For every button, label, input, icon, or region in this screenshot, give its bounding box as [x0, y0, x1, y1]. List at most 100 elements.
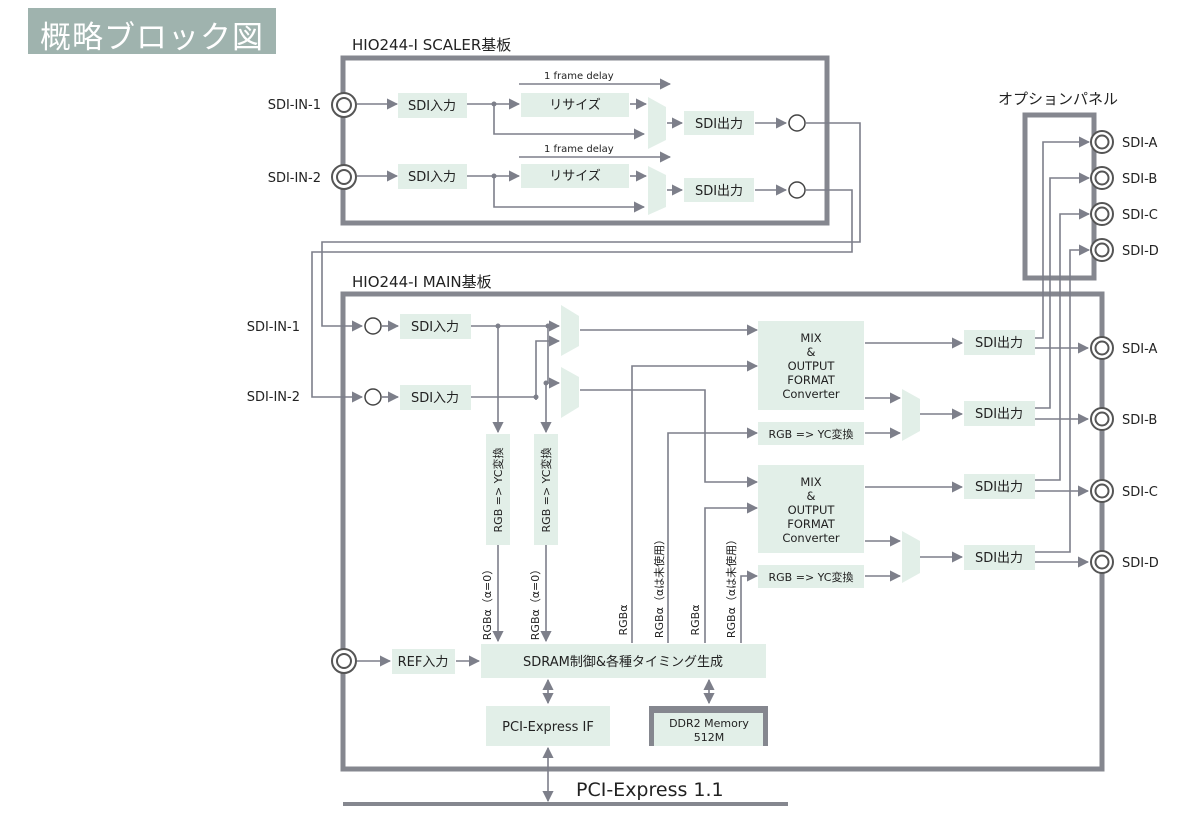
scaler-mux-1 — [648, 97, 666, 149]
ref-in-text: REF入力 — [398, 655, 449, 670]
main-rgb-yc-horizontal-block-2: RGB => YC変換 — [758, 565, 864, 588]
scaler-board-label: HIO244-I SCALER基板 — [352, 36, 511, 54]
main-out-port-a-icon — [1090, 336, 1114, 360]
scaler-sdi-out-block-1: SDI出力 — [684, 111, 754, 135]
main-out-port-a-label: SDI-A — [1122, 342, 1158, 357]
mix2-line-5: Converter — [782, 531, 840, 545]
option-port-c-label: SDI-C — [1122, 208, 1158, 223]
main-rgb-yc-horizontal-block-1: RGB => YC変換 — [758, 422, 864, 445]
main-sdi-out-block-4: SDI出力 — [964, 545, 1035, 570]
scaler-in2-label: SDI-IN-2 — [268, 171, 321, 186]
main-sdi-out-text-1: SDI出力 — [975, 336, 1023, 351]
option-port-a-icon — [1090, 130, 1114, 154]
scaler-sdi-in-text-2: SDI入力 — [408, 170, 456, 185]
main-sdi-out-text-3: SDI出力 — [975, 480, 1023, 495]
main-rgb-yc-horizontal-text-1: RGB => YC変換 — [769, 427, 854, 441]
mix1-line-4: FORMAT — [787, 373, 836, 387]
rgba-unused-label-2: RGBα（αは未使用） — [725, 534, 738, 638]
main-mux-4 — [902, 531, 920, 583]
pcie-bus-label: PCI-Express 1.1 — [576, 779, 724, 801]
ref-connector-icon — [331, 648, 357, 674]
option-port-b-label: SDI-B — [1122, 172, 1157, 187]
option-panel-label: オプションパネル — [998, 90, 1118, 108]
ref-in-block: REF入力 — [392, 649, 455, 674]
rgba-label-2: RGBα — [689, 605, 702, 636]
ddr2-line-2: 512M — [694, 731, 725, 744]
scaler-delay-label-1: 1 frame delay — [544, 71, 614, 82]
scaler-sdi-out-text-2: SDI出力 — [695, 184, 743, 199]
mix-converter-block-1: MIX & OUTPUT FORMAT Converter — [758, 321, 864, 410]
option-port-d-label: SDI-D — [1122, 244, 1159, 259]
scaler-delay-label-2: 1 frame delay — [544, 144, 614, 155]
scaler-in1-label: SDI-IN-1 — [268, 98, 321, 113]
mix1-line-5: Converter — [782, 387, 840, 401]
main-out-port-c-label: SDI-C — [1122, 485, 1158, 500]
main-sdi-in-text-1: SDI入力 — [411, 320, 459, 335]
main-out-port-b-icon — [1090, 407, 1114, 431]
main-rgb-yc-vertical-block-1: RGB => YC変換 — [486, 434, 510, 545]
ddr2-line-1: DDR2 Memory — [669, 717, 749, 730]
main-sdi-out-text-4: SDI出力 — [975, 551, 1023, 566]
rgba-unused-label-1: RGBα（αは未使用） — [653, 534, 666, 638]
option-port-b-icon — [1090, 166, 1114, 190]
main-in2-port-icon — [364, 388, 382, 406]
scaler-out1-port-icon — [788, 114, 806, 132]
main-out-port-d-icon — [1090, 550, 1114, 574]
mix2-line-1: MIX — [800, 475, 821, 489]
scaler-resize-text-1: リサイズ — [549, 97, 601, 113]
option-port-c-icon — [1090, 202, 1114, 226]
main-out-port-c-icon — [1090, 479, 1114, 503]
scaler-resize-text-2: リサイズ — [549, 168, 601, 184]
mix2-line-3: OUTPUT — [788, 503, 836, 517]
main-sdi-in-text-2: SDI入力 — [411, 391, 459, 406]
scaler-board-frame — [340, 55, 830, 226]
ddr2-memory-block: DDR2 Memory 512M — [649, 706, 768, 746]
main-sdi-out-block-3: SDI出力 — [964, 474, 1035, 499]
main-in1-label: SDI-IN-1 — [247, 320, 300, 335]
scaler-resize-block-2: リサイズ — [521, 164, 629, 188]
main-rgb-yc-horizontal-text-2: RGB => YC変換 — [769, 570, 854, 584]
alpha0-label-2: RGBα（α=0） — [529, 564, 542, 640]
main-mux-1 — [561, 305, 579, 356]
main-rgb-yc-vertical-text-2: RGB => YC変換 — [539, 448, 553, 533]
main-sdi-out-text-2: SDI出力 — [975, 407, 1023, 422]
scaler-sdi-out-block-2: SDI出力 — [684, 178, 754, 202]
alpha0-label-1: RGBα（α=0） — [481, 564, 494, 640]
pcie-if-text: PCI-Express IF — [502, 720, 594, 735]
mix1-line-3: OUTPUT — [788, 359, 836, 373]
main-mux-2 — [561, 367, 579, 418]
option-port-a-label: SDI-A — [1122, 136, 1158, 151]
main-out-port-b-label: SDI-B — [1122, 413, 1157, 428]
mix2-line-4: FORMAT — [787, 517, 836, 531]
main-sdi-in-block-2: SDI入力 — [400, 385, 471, 410]
main-mux-3 — [902, 389, 920, 441]
scaler-sdi-in-block-2: SDI入力 — [398, 164, 467, 189]
scaler-in1-connector-icon — [331, 92, 357, 118]
main-sdi-in-block-1: SDI入力 — [400, 314, 471, 339]
option-port-d-icon — [1090, 238, 1114, 262]
scaler-sdi-in-text-1: SDI入力 — [408, 99, 456, 114]
scaler-sdi-in-block-1: SDI入力 — [398, 93, 467, 118]
title-banner — [28, 8, 276, 54]
page-title: 概略ブロック図 — [40, 20, 264, 56]
pcie-if-block: PCI-Express IF — [486, 706, 610, 746]
mix-converter-block-2: MIX & OUTPUT FORMAT Converter — [758, 465, 864, 553]
main-in1-port-icon — [364, 317, 382, 335]
mix2-line-2: & — [807, 489, 816, 503]
main-out-port-d-label: SDI-D — [1122, 556, 1159, 571]
rgba-label-1: RGBα — [617, 605, 630, 636]
scaler-in2-connector-icon — [331, 164, 357, 190]
main-in2-label: SDI-IN-2 — [247, 390, 300, 405]
scaler-out2-port-icon — [788, 181, 806, 199]
sdram-block: SDRAM制御&各種タイミング生成 — [481, 644, 766, 678]
main-sdi-out-block-1: SDI出力 — [964, 330, 1035, 355]
sdram-text: SDRAM制御&各種タイミング生成 — [523, 654, 723, 670]
mix1-line-2: & — [807, 345, 816, 359]
main-rgb-yc-vertical-block-2: RGB => YC変換 — [534, 434, 558, 545]
scaler-sdi-out-text-1: SDI出力 — [695, 117, 743, 132]
main-rgb-yc-vertical-text-1: RGB => YC変換 — [491, 448, 505, 533]
scaler-mux-2 — [648, 166, 666, 215]
main-board-frame — [340, 291, 1105, 772]
